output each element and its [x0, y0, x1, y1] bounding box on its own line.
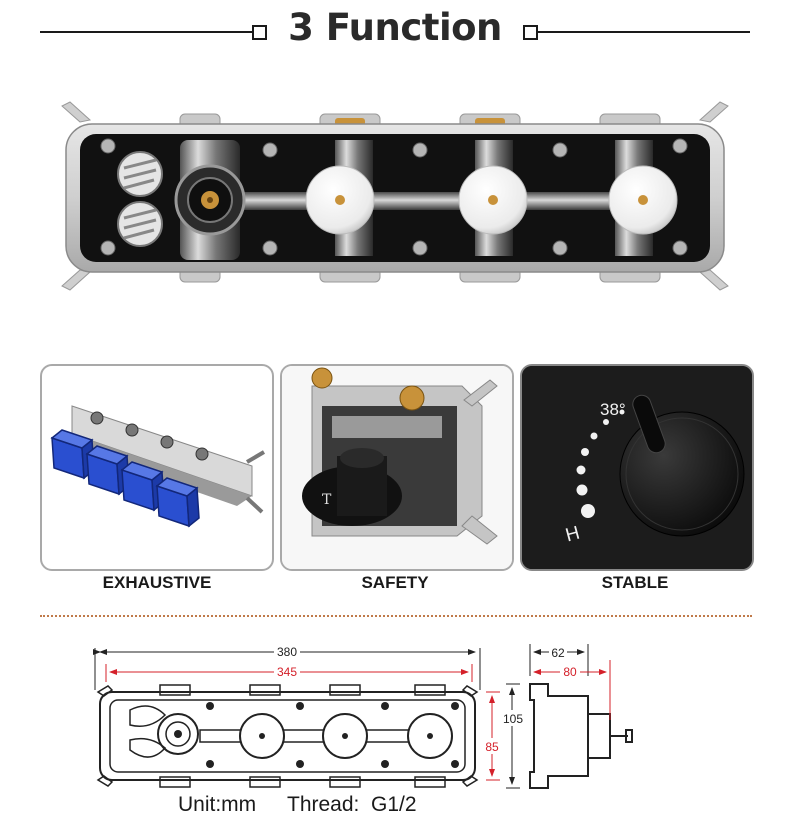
page-title: 3 Function — [288, 6, 502, 49]
feature-label-exhaustive: EXHAUSTIVE — [102, 573, 212, 592]
unit-label: Unit:mm — [178, 793, 257, 816]
section-divider — [40, 615, 752, 617]
dim-inner-depth: 80 — [563, 665, 577, 679]
feature-label-safety: SAFETY — [361, 573, 429, 592]
dim-outer-depth: 62 — [551, 646, 565, 660]
feature-card-stable: 38° H — [520, 364, 754, 571]
header-line-left — [40, 31, 252, 33]
feature-card-safety: T — [280, 364, 514, 571]
exhaustive-product-image — [50, 405, 266, 528]
dim-overall-length: 380 — [277, 645, 297, 659]
dimension-drawing: 380 345 85 105 62 80 — [93, 644, 633, 789]
header-square-right — [523, 25, 538, 40]
product-top-view-image — [50, 100, 740, 300]
feature-card-exhaustive — [40, 364, 274, 571]
thread-label: Thread: G1/2 — [287, 793, 417, 816]
temperature-mark: 38° — [600, 400, 626, 419]
feature-label-stable: STABLE — [601, 573, 669, 592]
header-square-left — [252, 25, 267, 40]
safety-logo-mark: T — [322, 492, 332, 508]
dim-outer-height: 105 — [503, 712, 523, 726]
stable-product-image — [522, 366, 752, 569]
safety-product-image — [282, 366, 512, 569]
dim-inner-length: 345 — [277, 665, 297, 679]
header-line-right — [538, 31, 750, 33]
dim-inner-height: 85 — [485, 740, 499, 754]
